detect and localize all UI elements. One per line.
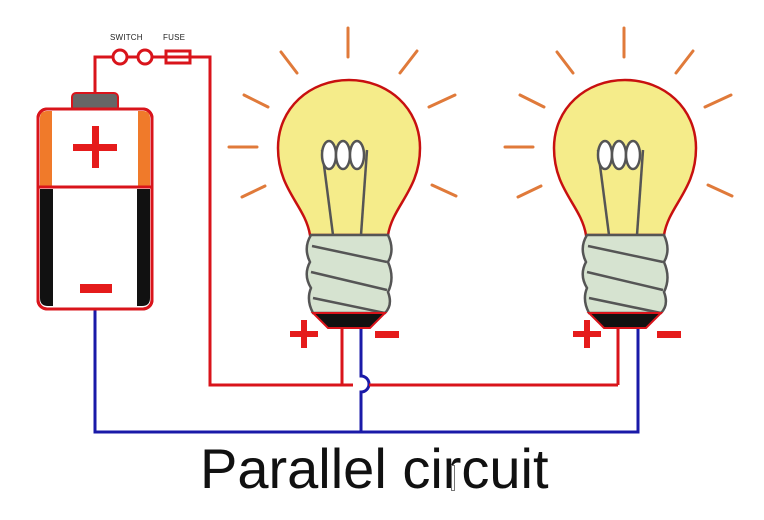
bulb-2-minus-sign <box>657 331 681 338</box>
light-bulb-2-icon <box>503 26 734 329</box>
negative-wire <box>93 310 640 434</box>
fuse-label: FUSE <box>163 33 186 42</box>
battery-icon <box>36 92 154 311</box>
bulb-1-plus-sign <box>290 320 318 348</box>
bulb-2-plus-sign <box>573 320 601 348</box>
diagram-caption: Parallel circuit <box>200 437 549 500</box>
positive-wire <box>93 55 620 387</box>
fuse-icon <box>164 49 192 65</box>
bulb-1-minus-sign <box>375 331 399 338</box>
light-bulb-1-icon <box>227 26 458 329</box>
text-cursor-icon <box>451 465 455 491</box>
switch-icon <box>111 48 154 66</box>
switch-label: SWITCH <box>110 33 143 42</box>
